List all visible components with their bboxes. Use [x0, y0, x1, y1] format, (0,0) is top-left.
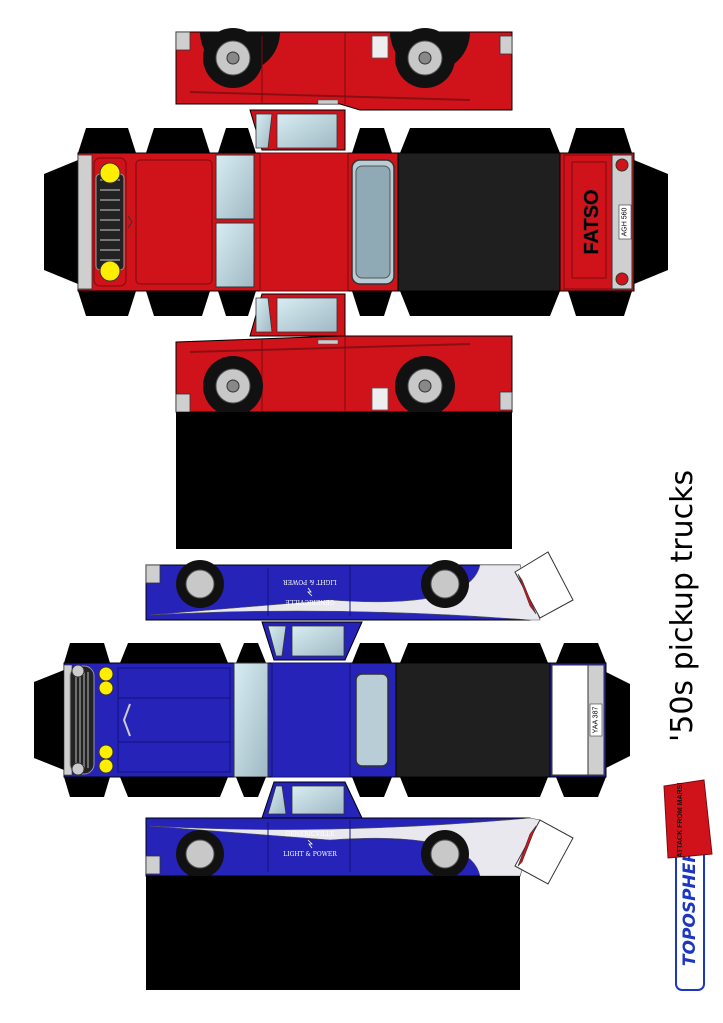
red-window-strip-lower	[249, 293, 346, 337]
blue-top-view-strip: YAA 387	[34, 662, 630, 778]
red-window-strip	[249, 109, 346, 151]
blue-top-side-panel: GENERICVILLE LIGHT & POWER	[145, 551, 574, 621]
side-window	[276, 297, 338, 333]
bumper-end	[175, 393, 191, 413]
red-top-side-panel	[175, 28, 513, 111]
windshield	[215, 222, 255, 288]
wheel	[176, 560, 224, 608]
side-vent	[371, 35, 389, 59]
license-plate: YAA 387	[593, 707, 600, 734]
wheel	[421, 830, 469, 878]
sheet-title-text: '50s pickup trucks	[665, 469, 700, 742]
roof	[271, 662, 351, 778]
headlight	[98, 744, 114, 760]
glue-tabs-top	[64, 643, 606, 663]
red-bottom-side-panel	[175, 335, 513, 416]
door-logo: GENERICVILLE LIGHT & POWER	[283, 831, 337, 858]
hood	[135, 159, 213, 285]
blue-window-strip	[261, 621, 363, 661]
roof	[259, 152, 349, 292]
door-handle	[317, 339, 339, 345]
glue-tabs-top	[78, 128, 632, 153]
wheel	[395, 28, 455, 88]
door-logo-upside-down: GENERICVILLE LIGHT & POWER	[283, 578, 337, 605]
glue-tabs-bottom	[64, 777, 606, 797]
grille	[93, 157, 127, 287]
front-bumper	[77, 154, 93, 290]
windshield	[233, 662, 269, 778]
svg-text:LIGHT & POWER: LIGHT & POWER	[283, 578, 337, 585]
tailgate	[551, 664, 589, 776]
blue-base-panel	[146, 876, 520, 990]
door-handle	[317, 99, 339, 105]
tail-light	[517, 573, 537, 615]
svg-text:GENERICVILLE: GENERICVILLE	[285, 598, 334, 605]
blue-truck: GENERICVILLE LIGHT & POWER	[34, 551, 630, 990]
headlight	[99, 162, 121, 184]
tail-light	[615, 272, 629, 286]
blue-bottom-side-panel: GENERICVILLE LIGHT & POWER	[145, 817, 574, 885]
svg-text:LIGHT & POWER: LIGHT & POWER	[283, 851, 337, 858]
side-window	[291, 625, 345, 657]
bumper-end	[499, 391, 513, 411]
bumper-end	[145, 855, 161, 875]
red-truck: FATSO AGH 560	[44, 28, 668, 549]
tail-light	[615, 158, 629, 172]
grille	[69, 665, 95, 775]
svg-text:GENERICVILLE: GENERICVILLE	[285, 831, 334, 838]
glue-tabs-bottom	[78, 291, 632, 316]
attack-from-mars-logo: ATTACK FROM MARS!	[663, 779, 713, 859]
headlight	[98, 680, 114, 696]
bumper-end	[145, 564, 161, 584]
windshield	[215, 154, 255, 220]
blue-window-strip-lower	[261, 781, 363, 819]
wheel	[203, 356, 263, 416]
truck-bed	[397, 152, 561, 292]
red-base-panel	[176, 412, 512, 549]
truck-bed	[395, 662, 551, 778]
sheet-title: '50s pickup trucks	[665, 470, 700, 742]
side-vent	[371, 387, 389, 411]
wheel	[395, 356, 455, 416]
wheel	[421, 560, 469, 608]
side-window	[291, 785, 345, 815]
side-window	[276, 113, 338, 149]
bumper-end	[175, 31, 191, 51]
hood	[117, 667, 231, 773]
svg-text:TOPOSPHERE: TOPOSPHERE	[680, 838, 700, 967]
headlight	[99, 260, 121, 282]
red-top-view-strip: FATSO AGH 560	[44, 152, 668, 292]
license-plate: AGH 560	[622, 207, 629, 236]
tailgate-text: FATSO	[581, 189, 603, 254]
headlight	[98, 758, 114, 774]
svg-text:ATTACK FROM MARS!: ATTACK FROM MARS!	[677, 782, 684, 857]
wheel	[176, 830, 224, 878]
bumper-end	[499, 35, 513, 55]
wheel	[203, 28, 263, 88]
tail-light	[517, 825, 537, 867]
rear-window	[355, 673, 389, 767]
toposphere-logo: TOPOSPHERE	[675, 813, 705, 991]
headlight	[98, 666, 114, 682]
